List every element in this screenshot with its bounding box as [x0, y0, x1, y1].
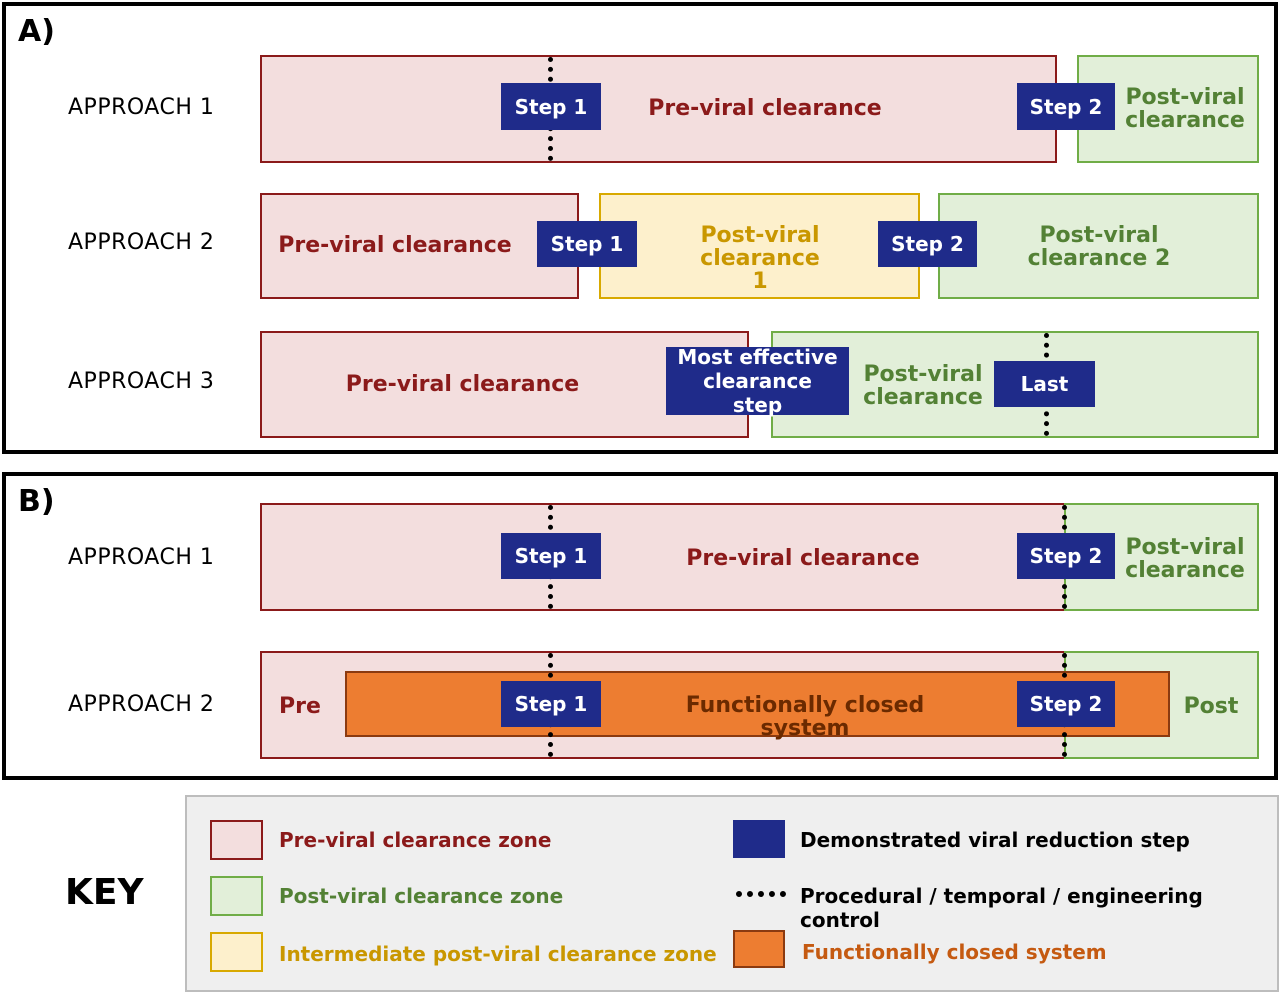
step-1-block: Step 1 [501, 83, 601, 130]
intermediate-zone-key-label: Intermediate post-viral clearance zone [279, 942, 717, 966]
post-zone-key-label: Post-viral clearance zone [279, 884, 564, 908]
step-2-block: Step 2 [1017, 83, 1115, 130]
post-zone-swatch [210, 876, 263, 916]
panel-b-label: B) [18, 484, 55, 519]
post-viral-zone-label: Post-viral clearance [863, 362, 983, 410]
step-2-block: Step 2 [1017, 533, 1115, 579]
closed-system-label: Functionally closed system [685, 693, 925, 741]
reduction-step-key-label: Demonstrated viral reduction step [800, 828, 1190, 852]
pre-viral-zone-label: Pre-viral clearance [345, 372, 580, 397]
pre-viral-zone-label: Pre-viral clearance [686, 546, 920, 571]
post-viral-zone-label: Post-viral clearance [1125, 85, 1245, 133]
step-1-block: Step 1 [501, 533, 601, 579]
pre-zone-key-label: Pre-viral clearance zone [279, 828, 552, 852]
closed-system-swatch [733, 930, 785, 968]
intermediate-zone-swatch [210, 932, 263, 972]
panel-a-label: A) [18, 14, 55, 49]
post-zone-label: Post [1183, 694, 1239, 719]
pre-viral-zone-label: Pre-viral clearance [648, 96, 882, 121]
reduction-step-swatch [733, 820, 785, 858]
step-1-block: Step 1 [537, 221, 637, 267]
most-effective-step-block: Most effective clearance step [666, 345, 849, 417]
post-viral-zone-label: Post-viral clearance 2 [1027, 223, 1171, 271]
pre-viral-zone [260, 503, 1066, 611]
approach-2-label: APPROACH 2 [68, 692, 215, 717]
post-viral-zone-label: Post-viral clearance [1125, 535, 1245, 583]
key-title: KEY [65, 872, 144, 913]
pre-viral-zone [260, 55, 1057, 163]
closed-system-key-label: Functionally closed system [802, 940, 1107, 964]
intermediate-zone-label: Post-viral clearance 1 [700, 223, 820, 294]
step-2-block: Step 2 [1017, 681, 1115, 727]
approach-2-label: APPROACH 2 [68, 230, 215, 255]
approach-3-label: APPROACH 3 [68, 369, 215, 394]
step-2-block: Step 2 [878, 221, 977, 267]
approach-1-label: APPROACH 1 [68, 95, 215, 120]
last-step-block: Last [994, 361, 1095, 407]
control-dots-swatch [736, 891, 786, 897]
control-key-label: Procedural / temporal / engineering cont… [800, 884, 1203, 932]
pre-viral-zone [260, 193, 579, 299]
pre-zone-swatch [210, 820, 263, 860]
pre-zone-label: Pre [279, 694, 321, 719]
key-legend [185, 795, 1279, 992]
approach-1-label: APPROACH 1 [68, 545, 215, 570]
step-1-block: Step 1 [501, 681, 601, 727]
pre-viral-zone-label: Pre-viral clearance [278, 233, 512, 258]
